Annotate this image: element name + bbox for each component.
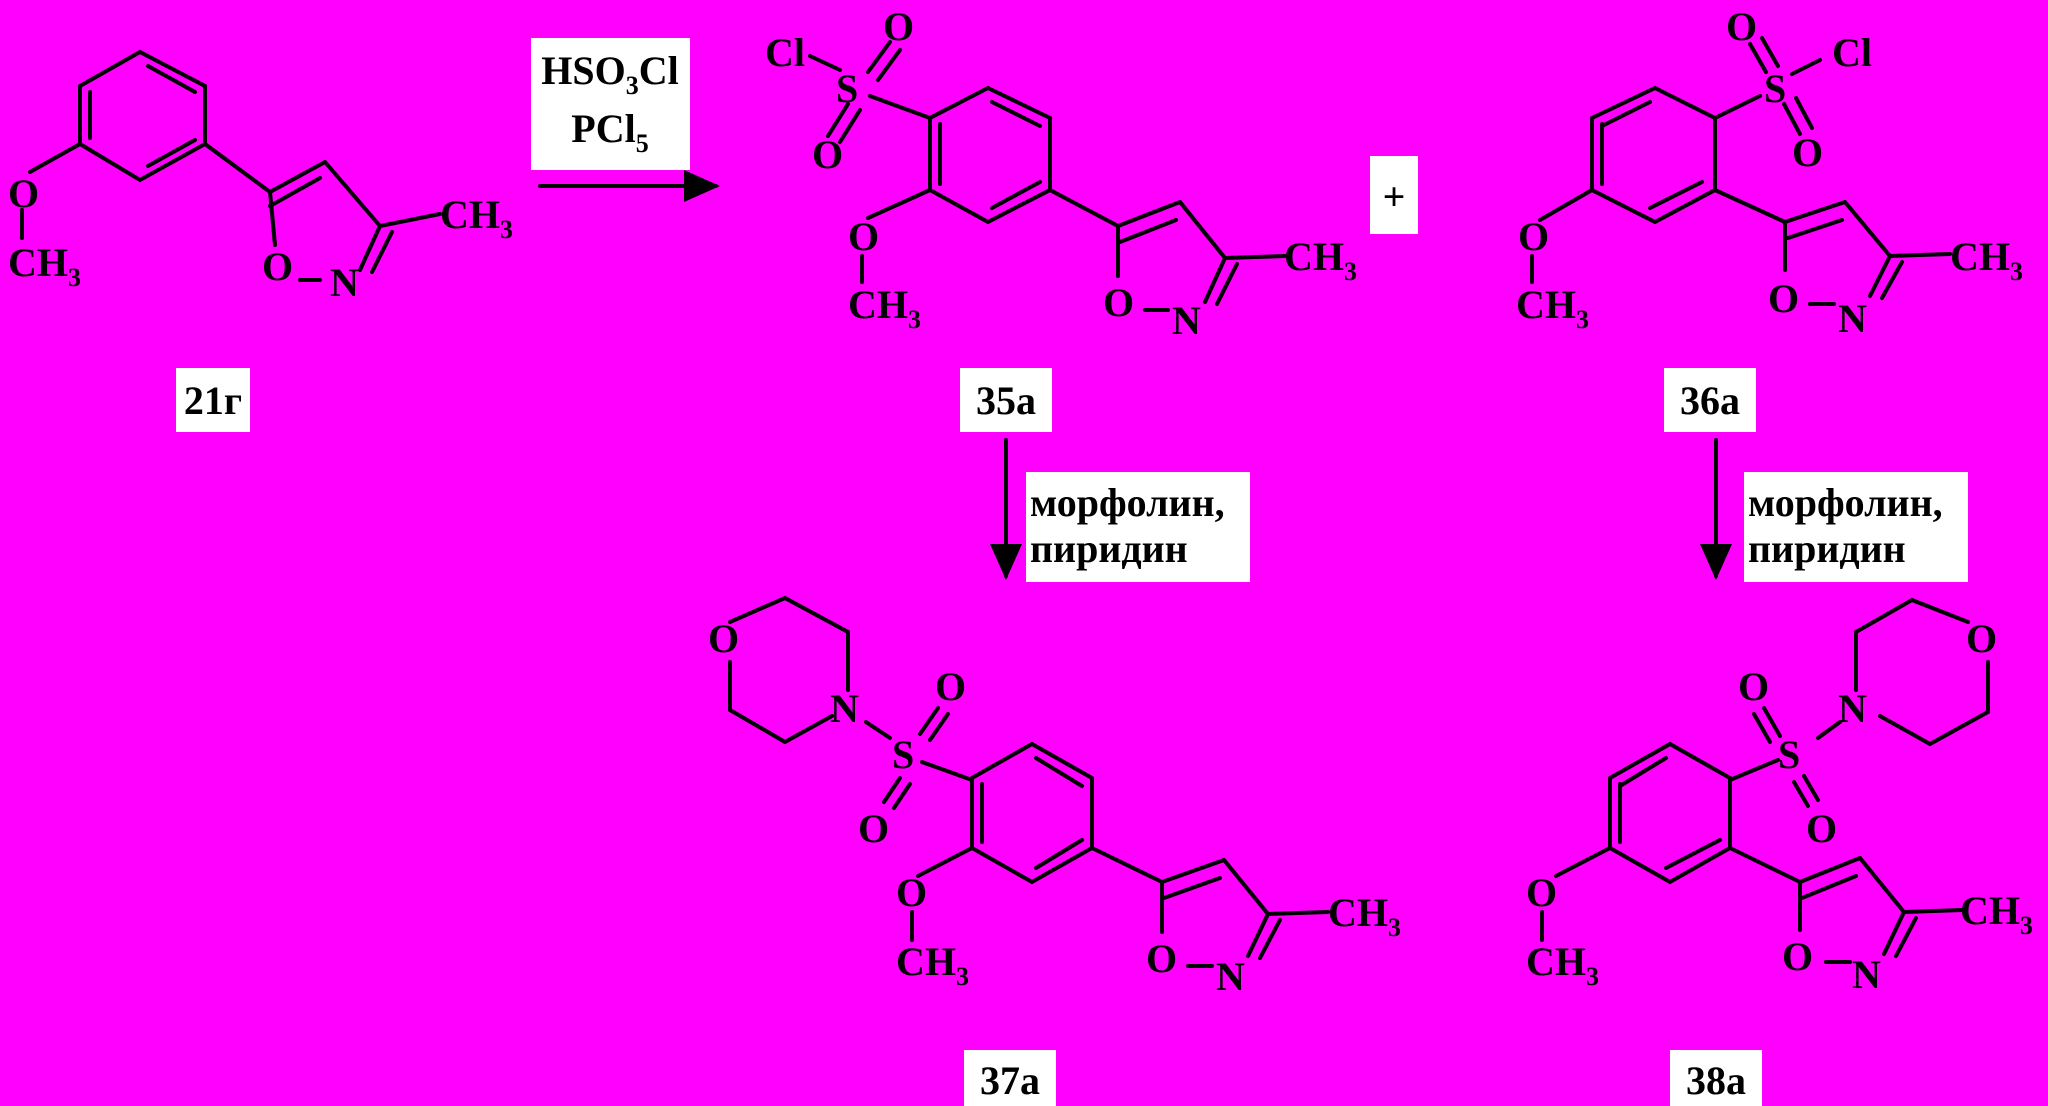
- sulfur-atom: S: [1778, 732, 1800, 777]
- oxygen-atom: O: [1806, 806, 1837, 851]
- chlorine-atom: Cl: [1832, 30, 1872, 75]
- compound-36a: S O Cl O O CH3 O N CH3: [1516, 4, 2023, 341]
- svg-text:35а: 35а: [976, 378, 1036, 423]
- sulfur-atom: S: [1764, 66, 1786, 111]
- oxygen-atom: O: [935, 664, 966, 709]
- nitrogen-atom: N: [1852, 952, 1881, 997]
- oxygen-atom: O: [1526, 870, 1557, 915]
- methyl-group: CH3: [1960, 888, 2033, 940]
- sulfur-atom: S: [892, 732, 914, 777]
- svg-text:пиридин: пиридин: [1748, 526, 1906, 571]
- methyl-group: CH3: [1526, 939, 1599, 991]
- svg-text:37а: 37а: [980, 1058, 1040, 1103]
- oxygen-atom: O: [812, 132, 843, 177]
- svg-text:морфолин,: морфолин,: [1030, 480, 1225, 525]
- compound-label-36a: 36а: [1664, 368, 1756, 432]
- methyl-group: CH3: [1950, 234, 2023, 286]
- compound-38a: O N S O O O CH3 O N CH3: [1526, 597, 2033, 997]
- svg-text:PCl5: PCl5: [571, 106, 648, 158]
- compound-label-35a: 35а: [960, 368, 1052, 432]
- svg-text:+: +: [1383, 174, 1406, 219]
- oxygen-atom: O: [262, 244, 293, 289]
- methyl-group: CH3: [1328, 890, 1401, 942]
- nitrogen-atom: N: [1838, 686, 1867, 731]
- methyl-group: CH3: [1516, 282, 1589, 334]
- compound-37a: O N S O O O CH3 O N CH3: [708, 595, 1401, 999]
- compound-35a: Cl S O O O CH3 O N CH3: [765, 4, 1357, 343]
- compound-label-21g: 21г: [176, 368, 250, 432]
- nitrogen-atom: N: [830, 686, 859, 731]
- svg-text:21г: 21г: [184, 378, 242, 423]
- oxygen-atom: O: [858, 806, 889, 851]
- oxygen-atom: O: [848, 214, 879, 259]
- methyl-group: CH3: [848, 282, 921, 334]
- sulfur-atom: S: [836, 66, 858, 111]
- svg-text:36а: 36а: [1680, 378, 1740, 423]
- nitrogen-atom: N: [1216, 954, 1245, 999]
- oxygen-atom: O: [1792, 130, 1823, 175]
- reagents-step3: морфолин, пиридин: [1744, 472, 1968, 582]
- nitrogen-atom: N: [1838, 296, 1867, 341]
- oxygen-atom: O: [1726, 4, 1757, 49]
- compound-label-38a: 38а: [1670, 1050, 1762, 1106]
- oxygen-atom: O: [708, 616, 739, 661]
- chlorine-atom: Cl: [765, 30, 805, 75]
- compound-21g: O CH3 O N CH3: [8, 50, 513, 305]
- methyl-group: CH3: [896, 939, 969, 991]
- methyl-group: CH3: [8, 240, 81, 292]
- oxygen-atom: O: [1782, 934, 1813, 979]
- oxygen-atom: O: [1518, 214, 1549, 259]
- oxygen-atom: O: [1103, 280, 1134, 325]
- oxygen-atom: O: [1146, 936, 1177, 981]
- oxygen-atom: O: [1738, 664, 1769, 709]
- nitrogen-atom: N: [330, 260, 359, 305]
- oxygen-atom: O: [8, 171, 39, 216]
- oxygen-atom: O: [1966, 616, 1997, 661]
- reagents-step1: HSO3Cl PCl5: [531, 38, 690, 170]
- svg-text:морфолин,: морфолин,: [1748, 480, 1943, 525]
- plus-sign: +: [1370, 156, 1418, 234]
- methyl-group: CH3: [1284, 234, 1357, 286]
- oxygen-atom: O: [896, 870, 927, 915]
- nitrogen-atom: N: [1172, 298, 1201, 343]
- compound-label-37a: 37а: [964, 1050, 1056, 1106]
- oxygen-atom: O: [1768, 276, 1799, 321]
- methyl-group: CH3: [440, 192, 513, 244]
- svg-text:пиридин: пиридин: [1030, 526, 1188, 571]
- oxygen-atom: O: [883, 4, 914, 49]
- svg-text:HSO3Cl: HSO3Cl: [541, 48, 678, 100]
- svg-text:38а: 38а: [1686, 1058, 1746, 1103]
- reagents-step2: морфолин, пиридин: [1026, 472, 1250, 582]
